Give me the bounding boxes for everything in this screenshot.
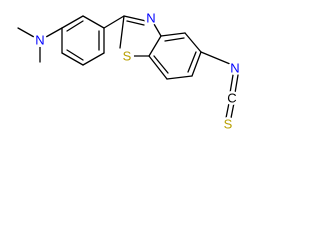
bond-benzo-4 xyxy=(166,75,193,80)
bond-phenyl-double-1 xyxy=(66,20,84,32)
bond-benzo-5 xyxy=(148,55,168,80)
isothiocyanate-carbon-label: C xyxy=(227,91,236,106)
bond-benzo-double-2 xyxy=(187,51,197,73)
bond-ring-ncs xyxy=(200,51,231,65)
bond-c-s-double-a xyxy=(225,102,230,119)
bond-phenyl-1 xyxy=(61,15,84,29)
bond-s1-c2 xyxy=(119,15,125,49)
thiazole-sulfur-label: S xyxy=(123,49,132,64)
bond-phenyl-4 xyxy=(82,52,105,66)
bond-phenyl-2 xyxy=(82,15,105,29)
bonds xyxy=(17,15,239,119)
bond-phenyl-double-3 xyxy=(66,49,84,61)
bond-n-c-double-b xyxy=(234,74,239,94)
isothiocyanate-sulfur-label: S xyxy=(224,117,233,132)
bond-n3-c3a xyxy=(153,23,162,37)
bond-benzo-1 xyxy=(160,32,186,37)
bond-c2-n3-double xyxy=(126,20,145,26)
bond-benzo-2 xyxy=(184,32,202,53)
bond-n-phenyl xyxy=(45,27,63,38)
isothiocyanate-nitrogen-label: N xyxy=(230,61,239,76)
bond-c3a-c7a xyxy=(148,35,162,57)
bond-methyl-up xyxy=(17,27,35,38)
bond-phenyl-5 xyxy=(61,52,84,66)
bond-n-c-double-a xyxy=(229,74,234,94)
amine-nitrogen-label: N xyxy=(35,33,44,48)
thiazole-nitrogen-label: N xyxy=(146,11,155,26)
bond-benzo-double-3 xyxy=(153,55,169,74)
chemical-structure: N N S N C S xyxy=(17,11,242,132)
bond-phenyl-thiazole xyxy=(103,15,125,29)
bond-c2-n3 xyxy=(123,15,147,22)
bond-c-s-double-b xyxy=(230,102,235,119)
bond-benzo-3 xyxy=(191,51,202,77)
bond-benzo-double-1 xyxy=(164,37,185,42)
atom-labels: N N S N C S xyxy=(33,11,242,132)
